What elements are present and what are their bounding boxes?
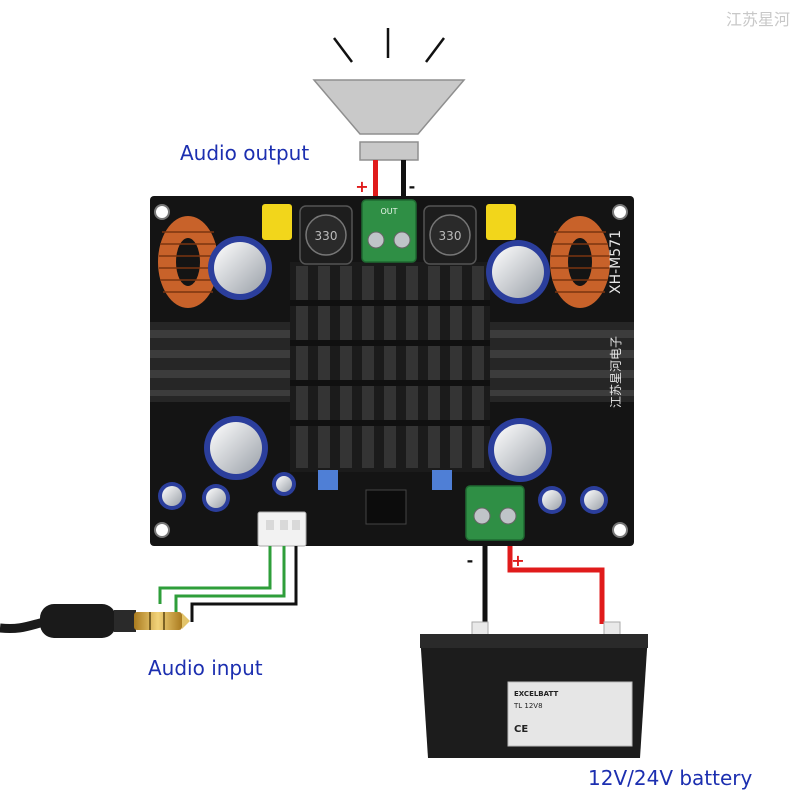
battery-ce-mark: CE bbox=[514, 724, 528, 735]
shielded-inductor-right: 330 bbox=[423, 205, 477, 265]
power-plus-sign: + bbox=[511, 551, 524, 570]
toroid-inductor-right bbox=[550, 216, 610, 308]
heatsink bbox=[150, 262, 634, 472]
power-minus-sign: - bbox=[467, 551, 474, 570]
toroid-inductor-left bbox=[158, 216, 218, 308]
small-capacitors bbox=[158, 472, 608, 514]
watermark: 江苏星河 bbox=[725, 10, 790, 29]
power-wires bbox=[482, 546, 605, 624]
speaker-minus-sign: - bbox=[409, 177, 416, 196]
battery-brand: EXCELBATT bbox=[514, 690, 558, 698]
capacitor-bottom-right bbox=[488, 418, 552, 482]
inductor-code-left: 330 bbox=[315, 229, 338, 243]
battery-icon: EXCELBATT TL 12V8 CE bbox=[420, 621, 648, 758]
speaker-icon bbox=[312, 28, 466, 161]
film-capacitor-right bbox=[486, 204, 516, 240]
battery-label: 12V/24V battery bbox=[588, 766, 753, 790]
audio-input-label: Audio input bbox=[148, 656, 263, 680]
battery-model: TL 12V8 bbox=[513, 702, 543, 710]
speaker-wires bbox=[373, 160, 406, 202]
speaker-output-terminal: OUT bbox=[361, 199, 417, 263]
amplifier-board-icon: 330 330 OUT bbox=[150, 196, 634, 547]
inductor-code-right: 330 bbox=[439, 229, 462, 243]
board-model: XH-M571 bbox=[608, 230, 624, 294]
capacitor-bottom-left bbox=[204, 416, 268, 480]
audio-input-connector bbox=[257, 511, 307, 547]
shielded-inductor-left: 330 bbox=[299, 205, 353, 265]
speaker-plus-sign: + bbox=[355, 177, 368, 196]
audio-input-wires bbox=[158, 546, 298, 622]
ic-chip bbox=[365, 489, 407, 525]
capacitor-top-right bbox=[486, 240, 550, 304]
audio-output-label: Audio output bbox=[180, 141, 310, 165]
power-input-terminal bbox=[465, 485, 525, 541]
trim-pot-left bbox=[318, 470, 338, 490]
trim-pot-right bbox=[432, 470, 452, 490]
board-brand-text: 江苏星河电子 bbox=[609, 336, 623, 408]
capacitor-top-left bbox=[208, 236, 272, 300]
film-capacitor-left bbox=[262, 204, 292, 240]
terminal-top-text: OUT bbox=[380, 207, 397, 216]
audio-jack-icon bbox=[0, 604, 190, 638]
